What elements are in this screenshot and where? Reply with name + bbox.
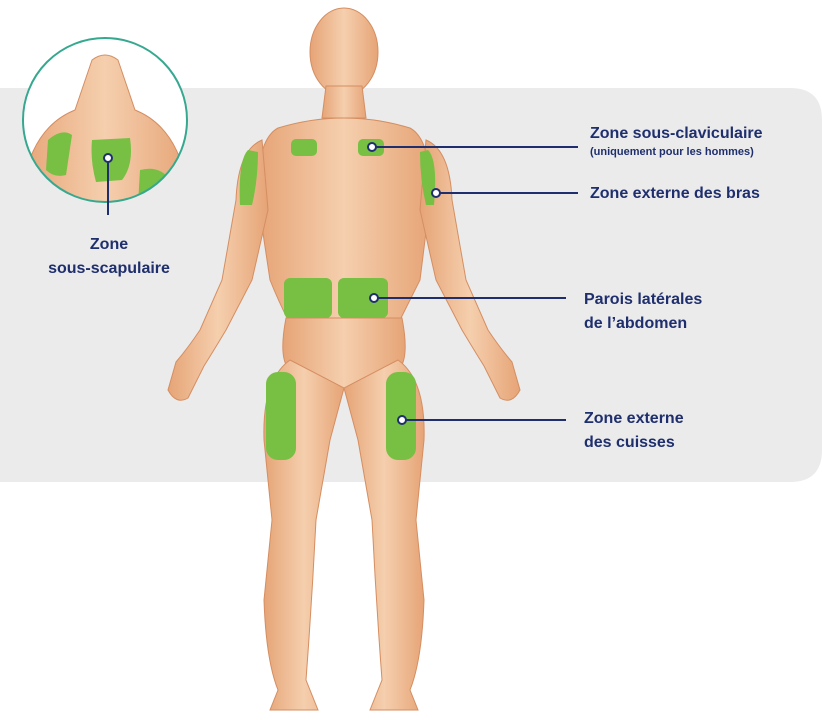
label-subscapular-line1: Zone: [34, 233, 184, 257]
zone-abdomen-left: [284, 278, 332, 318]
marker-abdomen: [370, 294, 378, 302]
label-subclavicular-title: Zone sous-claviculaire: [590, 125, 763, 142]
label-thighs-line2: des cuisses: [584, 431, 684, 455]
marker-outer-arm: [432, 189, 440, 197]
label-subscapular-line2: sous-scapulaire: [34, 257, 184, 281]
label-thighs: Zone externe des cuisses: [584, 407, 684, 455]
marker-subclavicular: [368, 143, 376, 151]
label-subscapular: Zone sous-scapulaire: [34, 233, 184, 281]
label-thighs-line1: Zone externe: [584, 407, 684, 431]
marker-subscapular: [104, 154, 112, 162]
label-abdomen-line1: Parois latérales: [584, 288, 702, 312]
label-subclavicular-note: (uniquement pour les hommes): [590, 146, 763, 158]
label-abdomen-line2: de l’abdomen: [584, 312, 702, 336]
label-subclavicular: Zone sous-claviculaire (uniquement pour …: [590, 122, 763, 158]
label-abdomen: Parois latérales de l’abdomen: [584, 288, 702, 336]
marker-thigh: [398, 416, 406, 424]
zone-thigh-left: [266, 372, 296, 460]
label-outer-arms: Zone externe des bras: [590, 182, 760, 206]
zone-subclavicular-left: [291, 139, 317, 156]
